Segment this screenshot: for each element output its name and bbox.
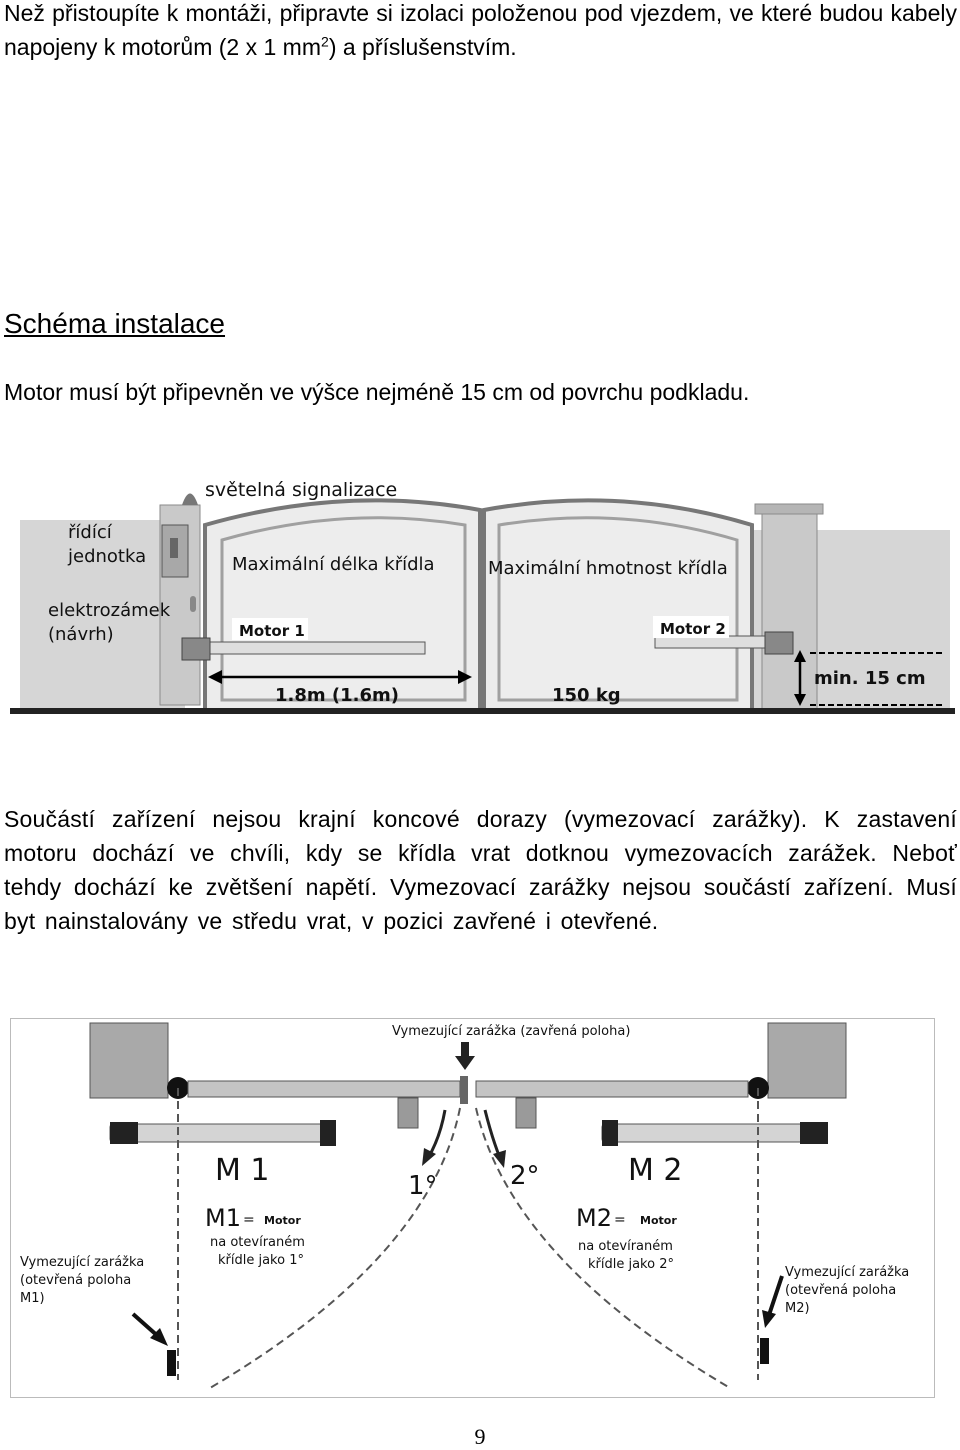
right-leaf (475, 1080, 749, 1098)
label-length-value: 1.8m (1.6m) (275, 685, 399, 706)
m1-eq: = (243, 1212, 255, 1228)
left-wall (20, 520, 185, 708)
right-stop-label-2: (otevřená poloha (785, 1283, 896, 1298)
right-post (767, 1022, 847, 1099)
center-stop-arrow (455, 1042, 475, 1070)
m2-code: M2 (576, 1204, 612, 1232)
label-control-2: jednotka (67, 546, 146, 567)
m2-actuator (601, 1123, 828, 1143)
left-stop-label-1: Vymezující zarážka (20, 1255, 144, 1270)
label-motor-2: Motor 2 (660, 620, 726, 638)
label-weight-value: 150 kg (552, 685, 621, 706)
m1-motor-word: Motor (264, 1214, 301, 1227)
left-stop-label-2: (otevřená poloha (20, 1273, 131, 1288)
label-angle-1: 1° (408, 1171, 438, 1201)
right-pillar (761, 509, 818, 711)
m2-desc-1: na otevíraném (578, 1239, 673, 1254)
intro-tail: ) a příslušenstvím. (328, 34, 517, 60)
motor-height-text: Motor musí být připevněn ve výšce nejmén… (4, 379, 750, 405)
section-heading: Schéma instalace (4, 308, 226, 339)
m1-actuator (109, 1123, 336, 1143)
left-stop-label-3: M1) (20, 1291, 45, 1306)
label-motor-1: Motor 1 (239, 622, 305, 640)
right-open-stop (760, 1338, 769, 1364)
gate-installation-diagram: světelná signalizace řídící jednotka ele… (10, 470, 955, 725)
m2-eq: = (614, 1212, 626, 1228)
signal-lamp (182, 493, 198, 505)
gate-stops-diagram: Vymezující zarážka (zavřená poloha) M 1 … (10, 1018, 935, 1398)
intro-superscript: 2 (321, 33, 329, 50)
right-stop-label-3: M2) (785, 1301, 810, 1316)
label-center-stop: Vymezující zarážka (zavřená poloha) (392, 1024, 630, 1039)
label-lock-1: elektrozámek (48, 600, 171, 621)
label-signal: světelná signalizace (205, 479, 397, 501)
left-leaf (187, 1080, 461, 1098)
label-max-length: Maximální délka křídla (232, 554, 435, 575)
page-number: 9 (474, 1424, 486, 1449)
m1-desc-1: na otevíraném (210, 1235, 305, 1250)
label-min-height: min. 15 cm (814, 668, 926, 689)
m1-code: M1 (205, 1204, 241, 1232)
stops-paragraph: Součástí zařízení nejsou krajní koncové … (4, 806, 957, 934)
label-m1: M 1 (215, 1153, 270, 1188)
m2-desc-2: křídle jako 2° (588, 1257, 674, 1272)
label-lock-2: (návrh) (48, 624, 114, 645)
label-angle-2: 2° (510, 1161, 540, 1191)
m2-motor-word: Motor (640, 1214, 677, 1227)
m1-desc-2: křídle jako 1° (218, 1253, 304, 1268)
label-control-1: řídící (68, 522, 113, 543)
left-post (89, 1022, 169, 1099)
motor-1-arm (194, 641, 426, 655)
label-max-weight: Maximální hmotnost křídla (488, 558, 728, 579)
left-open-stop (167, 1350, 176, 1376)
right-stop-label-1: Vymezující zarážka (785, 1265, 909, 1280)
intro-paragraph: Než přistoupíte k montáži, připravte si … (4, 0, 957, 64)
ground (10, 708, 955, 714)
intro-text: Než přistoupíte k montáži, připravte si … (4, 0, 957, 60)
label-m2: M 2 (628, 1153, 683, 1188)
